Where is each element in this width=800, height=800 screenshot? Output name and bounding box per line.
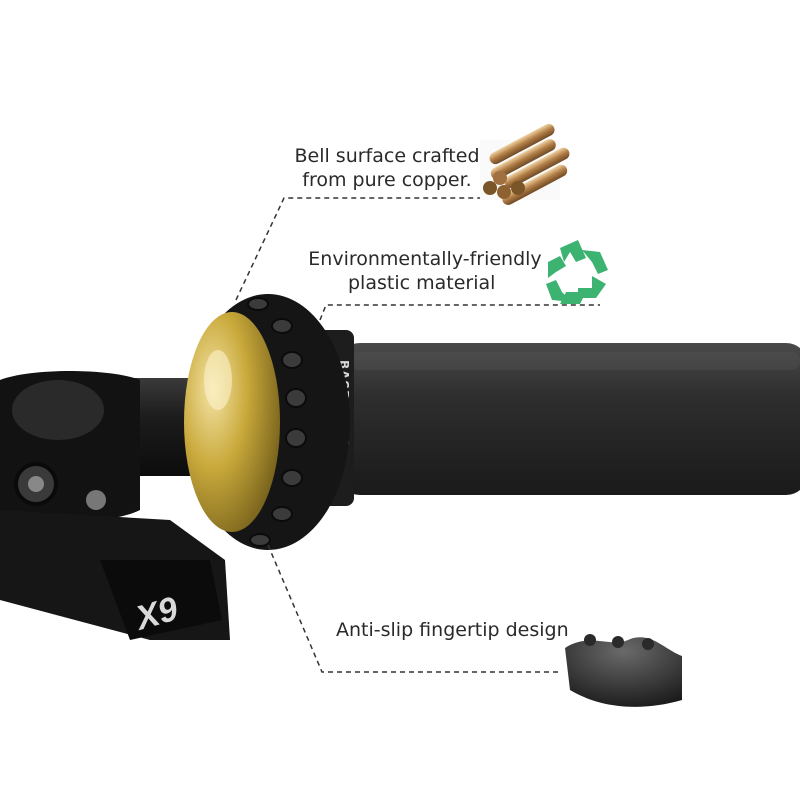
callout-copper-line1: Bell surface crafted [294,145,480,167]
callout-grip: Anti-slip fingertip design [336,618,569,642]
fingertip-detail-image [565,634,682,707]
shifter-clamp: X9 [0,371,230,640]
foam-grip [338,343,800,495]
callout-eco-line1: Environmentally-friendly [308,248,542,270]
callout-copper: Bell surface crafted from pure copper. [282,144,492,192]
copper-rods-image [480,123,570,205]
recycle-icon [546,240,608,304]
callout-grip-text: Anti-slip fingertip design [336,619,569,641]
bell [184,294,350,550]
leader-lines [235,197,600,673]
callout-copper-line2: from pure copper. [302,169,472,191]
callout-eco-line2: plastic material [348,272,496,294]
callout-eco: Environmentally-friendly plastic materia… [300,247,550,295]
